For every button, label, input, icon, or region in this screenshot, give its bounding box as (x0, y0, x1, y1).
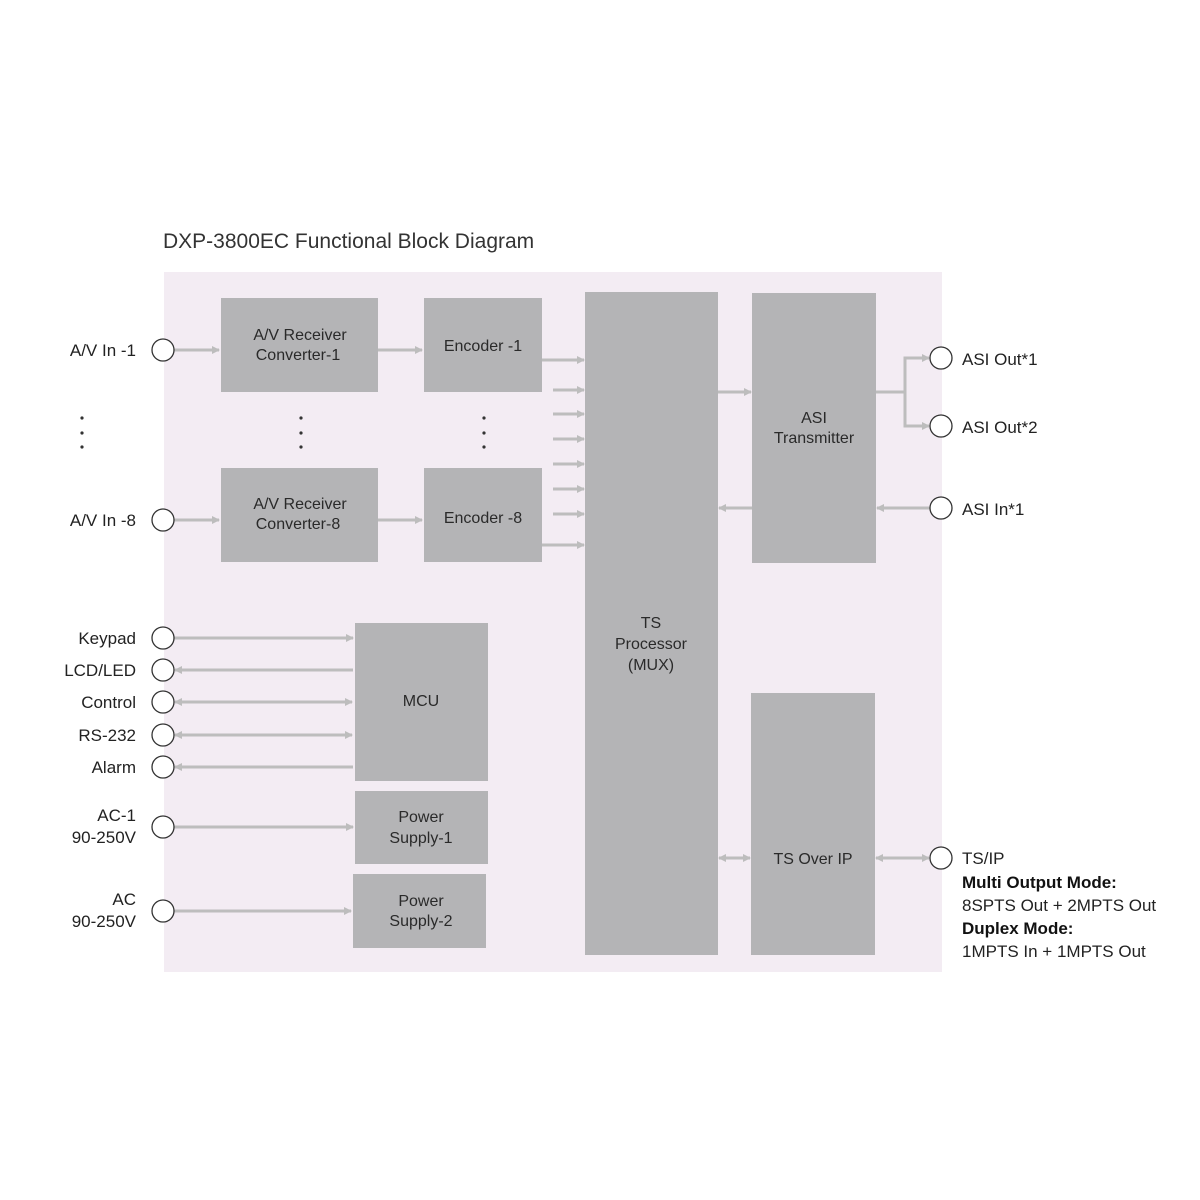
alarm-label: Alarm (92, 758, 136, 777)
ts-ip-port (929, 846, 953, 870)
asi-out-2-port (929, 414, 953, 438)
svg-text:Transmitter: Transmitter (774, 430, 855, 447)
svg-text:ASI: ASI (801, 410, 827, 427)
signal-arrows (174, 346, 930, 915)
av-in-1-label: A/V In -1 (70, 341, 136, 360)
av-in-8-label: A/V In -8 (70, 511, 136, 530)
svg-text:A/V Receiver: A/V Receiver (253, 496, 347, 513)
multi-output-mode-heading: Multi Output Mode: (962, 873, 1117, 892)
ts-processor-block: TS Processor (MUX) (585, 292, 718, 955)
svg-text:Encoder -1: Encoder -1 (444, 338, 522, 355)
asi-out-2-label: ASI Out*2 (962, 418, 1038, 437)
svg-text:TS Over IP: TS Over IP (773, 851, 852, 868)
svg-text:Power: Power (398, 809, 444, 826)
svg-text:Converter-8: Converter-8 (256, 516, 341, 533)
input-ports (151, 338, 175, 923)
asi-out-1-port (929, 346, 953, 370)
asi-in-1-label: ASI In*1 (962, 500, 1024, 519)
ac-voltage-label: 90-250V (72, 912, 137, 931)
asi-in-1-port (929, 496, 953, 520)
ac1-port (151, 815, 175, 839)
asi-out-1-label: ASI Out*1 (962, 350, 1038, 369)
control-label: Control (81, 693, 136, 712)
ellipsis-dots (80, 416, 486, 449)
svg-text:(MUX): (MUX) (628, 657, 674, 674)
ac-port (151, 899, 175, 923)
av-in-1-port (151, 338, 175, 362)
av-receiver-1-block: A/V Receiver Converter-1 (221, 298, 378, 392)
svg-text:Supply-1: Supply-1 (389, 830, 452, 847)
svg-text:MCU: MCU (403, 693, 439, 710)
output-ports (929, 346, 953, 870)
svg-text:Power: Power (398, 893, 444, 910)
av-in-8-port (151, 508, 175, 532)
svg-text:Encoder -8: Encoder -8 (444, 510, 522, 527)
lcd-led-label: LCD/LED (64, 661, 136, 680)
ac1-label: AC-1 (97, 806, 136, 825)
svg-text:Supply-2: Supply-2 (389, 913, 452, 930)
svg-text:TS: TS (641, 615, 661, 632)
svg-text:Processor: Processor (615, 636, 688, 653)
duplex-mode-heading: Duplex Mode: (962, 919, 1073, 938)
ac-label: AC (112, 890, 136, 909)
duplex-mode-desc: 1MPTS In + 1MPTS Out (962, 942, 1146, 961)
control-port (151, 690, 175, 714)
keypad-label: Keypad (78, 629, 136, 648)
ac1-voltage-label: 90-250V (72, 828, 137, 847)
rs232-port (151, 723, 175, 747)
asi-transmitter-block: ASI Transmitter (752, 293, 876, 563)
svg-text:A/V Receiver: A/V Receiver (253, 327, 347, 344)
power-supply-2-block: Power Supply-2 (353, 874, 486, 948)
av-receiver-8-block: A/V Receiver Converter-8 (221, 468, 378, 562)
keypad-port (151, 626, 175, 650)
svg-text:Converter-1: Converter-1 (256, 347, 341, 364)
mcu-block: MCU (355, 623, 488, 781)
ts-ip-label: TS/IP (962, 849, 1005, 868)
encoder-8-block: Encoder -8 (424, 468, 542, 562)
power-supply-1-block: Power Supply-1 (355, 791, 488, 864)
diagram-title: DXP-3800EC Functional Block Diagram (163, 230, 534, 253)
rs232-label: RS-232 (78, 726, 136, 745)
alarm-port (151, 755, 175, 779)
multi-output-mode-desc: 8SPTS Out + 2MPTS Out (962, 896, 1156, 915)
ts-over-ip-block: TS Over IP (751, 693, 875, 955)
encoder-1-block: Encoder -1 (424, 298, 542, 392)
lcd-led-port (151, 658, 175, 682)
